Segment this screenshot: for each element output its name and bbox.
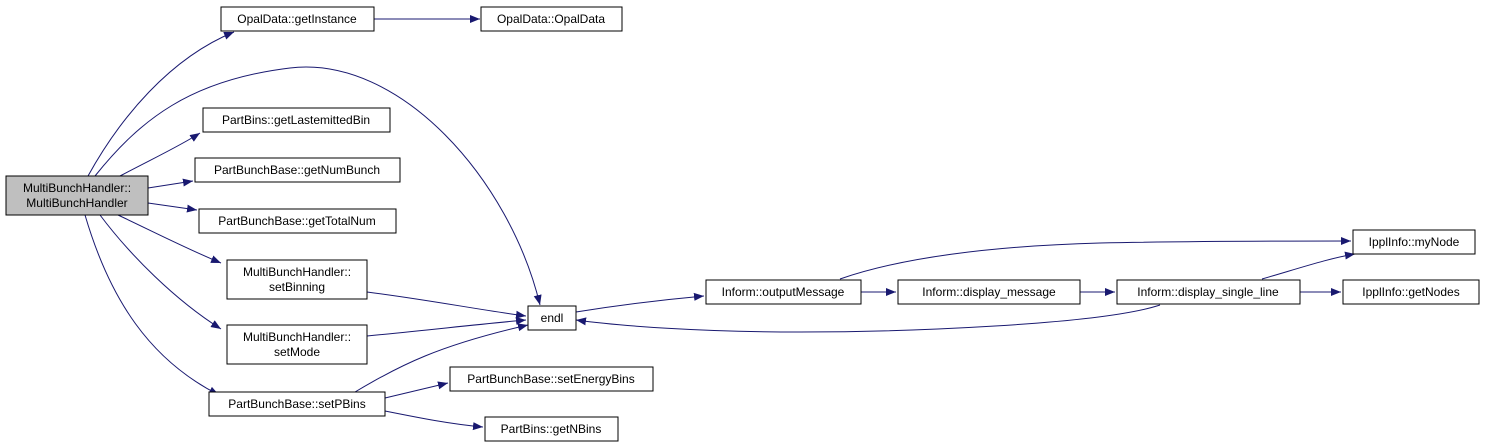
edges	[84, 15, 1356, 431]
node-inform-display-message[interactable]: Inform::display_message	[897, 279, 1081, 305]
node-label: endl	[541, 311, 564, 325]
node-ippl-info-my-node[interactable]: IpplInfo::myNode	[1352, 229, 1476, 255]
edge-root-to-partbins-get-last-emitted	[119, 132, 201, 177]
edge-root-to-pbb-set-pbins	[84, 214, 220, 396]
edge-mbh-set-mode-to-endl	[366, 316, 527, 337]
node-label: MultiBunchHandler::	[23, 181, 131, 195]
node-label: PartBunchBase::getNumBunch	[214, 163, 380, 177]
node-label: PartBins::getLastemittedBin	[222, 113, 370, 127]
node-opal-get-instance[interactable]: OpalData::getInstance	[220, 6, 375, 32]
node-opal-data-ctor[interactable]: OpalData::OpalData	[480, 6, 623, 32]
node-label: IpplInfo::getNodes	[1362, 285, 1459, 299]
node-label: Inform::display_single_line	[1137, 285, 1279, 299]
node-multi-bunch-handler-ctor[interactable]: MultiBunchHandler:: MultiBunchHandler	[5, 175, 149, 216]
node-mbh-set-mode[interactable]: MultiBunchHandler:: setMode	[226, 324, 368, 365]
node-partbins-get-nbins[interactable]: PartBins::getNBins	[484, 416, 619, 442]
node-pbb-get-total-num[interactable]: PartBunchBase::getTotalNum	[198, 208, 397, 234]
edge-inform-display-single-line-to-ippl-my-node	[1261, 251, 1356, 280]
node-label: MultiBunchHandler::	[243, 265, 351, 279]
edge-root-to-endl	[94, 66, 542, 306]
nodes: MultiBunchHandler:: MultiBunchHandler Op…	[5, 6, 1480, 442]
node-label: PartBunchBase::setPBins	[228, 397, 365, 411]
node-label: PartBunchBase::getTotalNum	[218, 214, 375, 228]
node-label: OpalData::OpalData	[497, 12, 605, 26]
node-label: MultiBunchHandler	[26, 196, 127, 210]
node-label: setBinning	[269, 280, 325, 294]
edge-pbb-set-pbins-to-pbb-set-energy-bins	[384, 381, 449, 399]
edge-root-to-mbh-set-binning	[117, 214, 222, 264]
node-label: Inform::display_message	[922, 285, 1056, 299]
node-label: IpplInfo::myNode	[1369, 235, 1460, 249]
node-label: PartBunchBase::setEnergyBins	[467, 372, 634, 386]
node-inform-display-single-line[interactable]: Inform::display_single_line	[1116, 279, 1301, 305]
edge-root-to-pbb-get-num-bunch	[147, 178, 194, 189]
node-pbb-set-pbins[interactable]: PartBunchBase::setPBins	[208, 391, 386, 417]
node-mbh-set-binning[interactable]: MultiBunchHandler:: setBinning	[226, 259, 368, 300]
edge-inform-display-single-line-to-endl	[575, 304, 1161, 333]
node-label: MultiBunchHandler::	[243, 330, 351, 344]
node-label: OpalData::getInstance	[237, 12, 357, 26]
node-pbb-get-num-bunch[interactable]: PartBunchBase::getNumBunch	[194, 157, 401, 183]
edge-root-to-pbb-get-total-num	[147, 202, 198, 213]
node-partbins-get-last-emitted-bin[interactable]: PartBins::getLastemittedBin	[202, 107, 391, 133]
edge-inform-output-message-to-ippl-my-node	[839, 237, 1352, 280]
edge-mbh-set-binning-to-endl	[366, 291, 527, 319]
node-endl[interactable]: endl	[527, 305, 577, 331]
edge-root-to-mbh-set-mode	[99, 214, 222, 330]
edge-endl-to-inform-output-message	[575, 292, 705, 313]
edge-pbb-set-pbins-to-partbins-get-nbins	[384, 410, 484, 431]
node-label: PartBins::getNBins	[501, 422, 602, 436]
edge-root-to-opal-get-instance	[87, 31, 235, 177]
node-label: setMode	[274, 345, 320, 359]
edge-pbb-set-pbins-to-endl	[354, 323, 529, 393]
node-pbb-set-energy-bins[interactable]: PartBunchBase::setEnergyBins	[449, 366, 654, 392]
node-inform-output-message[interactable]: Inform::outputMessage	[705, 279, 862, 305]
node-label: Inform::outputMessage	[722, 285, 845, 299]
node-ippl-info-get-nodes[interactable]: IpplInfo::getNodes	[1342, 279, 1480, 305]
